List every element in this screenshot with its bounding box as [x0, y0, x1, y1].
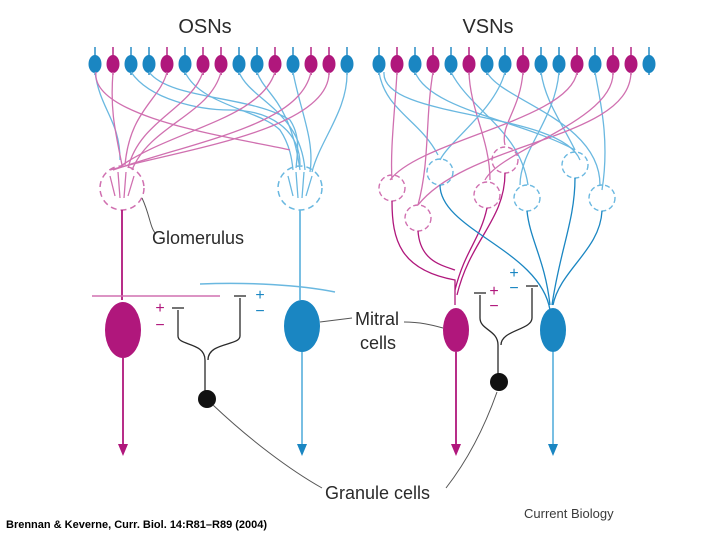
sensory-neuron: [570, 55, 584, 73]
sensory-neuron: [534, 55, 548, 73]
sensory-neuron: [214, 55, 228, 73]
osn-sensory-neurons: [88, 47, 354, 75]
sensory-neuron: [304, 55, 318, 73]
sensory-neuron: [444, 55, 458, 73]
sensory-neuron: [624, 55, 638, 73]
mitral-label-line2: cells: [360, 333, 396, 353]
minus-sign: −: [489, 298, 498, 315]
sensory-neuron: [286, 55, 300, 73]
osn-title: OSNs: [178, 16, 231, 38]
plus-sign: +: [489, 283, 498, 300]
sensory-neuron: [552, 55, 566, 73]
osn-glomerulus-magenta: [99, 165, 145, 211]
sensory-neuron: [88, 55, 102, 73]
minus-sign: −: [509, 280, 518, 297]
sensory-neuron: [250, 55, 264, 73]
sensory-neuron: [340, 55, 354, 73]
journal-credit: Current Biology: [524, 506, 614, 521]
osn-axon-bundle: [94, 71, 348, 173]
sensory-neuron: [322, 55, 336, 73]
mitral-label-line1: Mitral: [355, 309, 399, 329]
vsn-axon-bundle: [378, 71, 632, 206]
output-arrow-blue-left: [297, 444, 307, 456]
glomerulus-label: Glomerulus: [152, 228, 244, 248]
sensory-neuron: [106, 55, 120, 73]
osn-glomerulus-blue: [277, 165, 323, 211]
vsn-title: VSNs: [462, 16, 513, 38]
output-arrow-magenta-right: [451, 444, 461, 456]
output-arrow-magenta-left: [118, 444, 128, 456]
vsn-sensory-neurons: [372, 47, 656, 75]
granule-cell-left: [172, 295, 246, 392]
sensory-neuron: [268, 55, 282, 73]
sensory-neuron: [390, 55, 404, 73]
mitral-cell-magenta-right: [443, 308, 469, 352]
sensory-neuron: [642, 55, 656, 73]
citation: Brennan & Keverne, Curr. Biol. 14:R81–R8…: [6, 519, 268, 531]
minus-sign: −: [255, 303, 264, 320]
sensory-neuron: [232, 55, 246, 73]
sensory-neuron: [196, 55, 210, 73]
granule-label: Granule cells: [325, 483, 430, 503]
sensory-neuron: [516, 55, 530, 73]
sensory-neuron: [606, 55, 620, 73]
mitral-cell-magenta-left: [105, 302, 141, 358]
granule-cell-right: [474, 285, 538, 375]
sensory-neuron: [372, 55, 386, 73]
mitral-cell-blue-left: [284, 300, 320, 352]
vsn-mitral-dendrites: [391, 172, 603, 311]
plus-sign: +: [509, 265, 518, 282]
granule-cell-body-right: [490, 373, 508, 391]
sensory-neuron: [480, 55, 494, 73]
sensory-neuron: [160, 55, 174, 73]
sensory-neuron: [498, 55, 512, 73]
sensory-neuron: [588, 55, 602, 73]
sensory-neuron: [142, 55, 156, 73]
mitral-cell-blue-right: [540, 308, 566, 352]
minus-sign: −: [155, 317, 164, 334]
granule-cell-body-left: [198, 390, 216, 408]
sensory-neuron: [124, 55, 138, 73]
plus-sign: +: [255, 287, 264, 304]
sensory-neuron: [462, 55, 476, 73]
sensory-neuron: [408, 55, 422, 73]
plus-sign: +: [155, 300, 164, 317]
output-arrow-blue-right: [548, 444, 558, 456]
sensory-neuron: [426, 55, 440, 73]
sensory-neuron: [178, 55, 192, 73]
